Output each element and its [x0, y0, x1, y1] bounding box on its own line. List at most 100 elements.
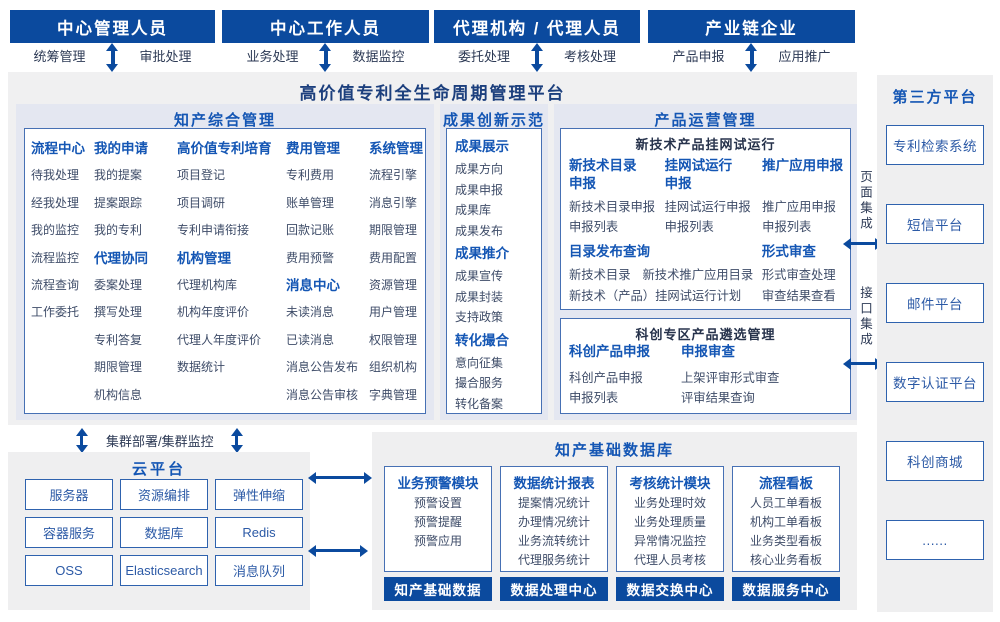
data-module-item: 预警设置 — [413, 496, 462, 510]
role-title-label: 产业链企业 — [705, 19, 798, 38]
data-module-item: 业务处理时效 — [633, 496, 706, 510]
data-module-item: 人员工单看板 — [749, 496, 822, 510]
product-item: 科创产品申报 — [569, 371, 643, 385]
product-item: 申报列表 — [664, 220, 714, 234]
data-module-items: 预警设置预警提醒预警应用 — [385, 494, 491, 551]
vertical-double-arrow-icon — [75, 428, 88, 453]
role-title-label: 中心工作人员 — [270, 19, 381, 38]
module-entry: 机构年度评价 — [177, 305, 250, 320]
module-entry: 未读消息 — [286, 305, 335, 320]
module-entry: 提案跟踪 — [94, 195, 143, 210]
module-entry: 费用管理 — [286, 141, 340, 156]
product-column-title: 申报审查 — [681, 344, 735, 359]
role-function-left: 委托处理 — [457, 49, 510, 64]
module-entry: 字典管理 — [369, 387, 418, 402]
section-data-library: 知产基础数据库 业务预警模块 预警设置预警提醒预警应用 数据统计报表 提案情况统… — [372, 432, 857, 610]
module-entry: 待我处理 — [31, 168, 80, 183]
module-entry: 工作委托 — [31, 305, 80, 320]
data-center-badge: 数据服务中心 — [732, 577, 840, 601]
third-party-system-box: 数字认证平台 — [886, 362, 984, 402]
module-entry: 专利申请衔接 — [177, 223, 250, 238]
data-module-item: 预警应用 — [413, 534, 462, 548]
module-entry: 转化备案 — [455, 396, 504, 411]
cloud-service-box: 消息队列 — [215, 555, 303, 586]
module-entry: 撰写处理 — [94, 305, 143, 320]
module-entry: 成果方向 — [455, 162, 504, 176]
product-group: 目录发布查询 新技术目录新技术推广应用目录新技术（产品）挂网试运行计划 — [569, 243, 762, 306]
module-entry: 回款记账 — [286, 223, 335, 238]
module-entry: 费用预警 — [286, 250, 335, 265]
third-party-boxes: 专利检索系统短信平台邮件平台数字认证平台科创商城...... — [877, 125, 993, 599]
sci-innovation-title: 科创专区产品遴选管理 — [635, 327, 776, 342]
role-group: 中心管理人员 统筹管理 审批处理 — [10, 10, 215, 72]
role-functions: 委托处理 考核处理 — [434, 43, 640, 72]
product-group-items: 新技术目录新技术推广应用目录新技术（产品）挂网试运行计划 — [569, 265, 762, 306]
role-title-label: 代理机构 / 代理人员 — [453, 19, 621, 38]
role-group: 中心工作人员 业务处理 数据监控 — [222, 10, 429, 72]
horizontal-double-arrow-icon — [843, 237, 883, 250]
module-entry: 资源管理 — [369, 277, 418, 292]
third-party-system-box: 短信平台 — [886, 204, 984, 244]
product-column: 推广应用申报 推广应用申报申报列表 — [762, 157, 848, 237]
data-module-item: 业务类型看板 — [749, 534, 822, 548]
achievements-box: 成果展示 成果方向 成果申报 成果库 成果发布 成果推介 成果宣传 成果封装 支… — [446, 128, 542, 414]
vertical-double-arrow-icon — [745, 43, 757, 72]
data-module-title: 流程看板 — [759, 476, 813, 491]
product-column-items: 上架评审形式审查评审结果查询 — [681, 368, 846, 408]
module-entry: 项目登记 — [177, 168, 226, 183]
cloud-service-box: Redis — [215, 517, 303, 548]
data-module-title: 考核统计模块 — [629, 476, 711, 491]
data-module-item: 代理服务统计 — [517, 553, 590, 567]
data-center-badges: 知产基础数据数据处理中心数据交换中心数据服务中心 — [384, 577, 840, 601]
role-functions: 产品申报 应用推广 — [648, 43, 855, 72]
product-item: 申报列表 — [762, 220, 812, 234]
product-column-title: 推广应用申报 — [762, 158, 844, 173]
section-product-title: 产品运营管理 — [654, 112, 757, 129]
module-entry: 委案处理 — [94, 277, 143, 292]
module-entry: 已读消息 — [286, 332, 335, 347]
role-title-bar: 产业链企业 — [648, 10, 855, 43]
role-title-bar: 中心工作人员 — [222, 10, 429, 43]
cluster-link-label: 集群部署/集群监控 — [106, 434, 214, 449]
data-center-badge: 知产基础数据 — [384, 577, 492, 601]
data-module-box: 数据统计报表 提案情况统计办理情况统计业务流转统计代理服务统计 — [500, 466, 608, 572]
product-item: 评审结果查询 — [681, 391, 755, 405]
product-item: 新技术（产品）挂网试运行计划 — [569, 288, 742, 303]
data-module-box: 考核统计模块 业务处理时效业务处理质量异常情况监控代理人员考核 — [616, 466, 724, 572]
cloud-title: 云平台 — [131, 461, 186, 478]
data-module-items: 提案情况统计办理情况统计业务流转统计代理服务统计 — [501, 494, 607, 570]
product-group-title: 形式审查 — [761, 244, 816, 259]
module-entry: 机构管理 — [177, 250, 231, 266]
data-module-items: 业务处理时效业务处理质量异常情况监控代理人员考核 — [617, 494, 723, 570]
product-column: 挂网试运行 申报 挂网试运行申报申报列表 — [665, 157, 763, 237]
role-group: 代理机构 / 代理人员 委托处理 考核处理 — [434, 10, 640, 72]
data-module-items: 人员工单看板机构工单看板业务类型看板核心业务看板 — [733, 494, 839, 570]
role-function-left: 产品申报 — [672, 49, 725, 64]
module-entry: 用户管理 — [369, 305, 418, 320]
product-group-title: 目录发布查询 — [569, 244, 650, 259]
role-title-label: 中心管理人员 — [57, 19, 168, 38]
data-module-title: 数据统计报表 — [513, 476, 595, 491]
third-party-system-box: 科创商城 — [886, 441, 984, 481]
module-entry: 项目调研 — [177, 195, 226, 210]
product-column: 新技术目录 申报 新技术目录申报申报列表 — [569, 157, 665, 237]
ip-columns: 流程中心 待我处理 经我处理 我的监控 流程监控 流程查询 工作委托 — [25, 129, 425, 413]
vertical-double-arrow-icon — [106, 43, 118, 72]
role-title-bar: 中心管理人员 — [10, 10, 215, 43]
product-item: 推广应用申报 — [762, 200, 836, 214]
data-center-badge: 数据处理中心 — [500, 577, 608, 601]
module-column: 系统管理 流程引擎 消息引擎 期限管理 费用配置 资源管理 用户管理 — [369, 135, 423, 409]
module-entry: 代理机构库 — [177, 277, 238, 292]
module-entry: 支持政策 — [455, 310, 504, 324]
horizontal-double-arrow-icon — [843, 357, 883, 370]
data-module-item: 核心业务看板 — [749, 553, 822, 567]
data-module-item: 业务流转统计 — [517, 534, 590, 548]
module-entry: 转化撮合 — [455, 332, 509, 348]
module-entry: 成果申报 — [455, 182, 504, 197]
horizontal-double-arrow-icon — [308, 544, 368, 557]
section-third-party: 第三方平台 专利检索系统短信平台邮件平台数字认证平台科创商城...... — [877, 75, 993, 612]
data-module-item: 办理情况统计 — [517, 515, 590, 529]
product-column-title: 挂网试运行 申报 — [664, 158, 733, 191]
